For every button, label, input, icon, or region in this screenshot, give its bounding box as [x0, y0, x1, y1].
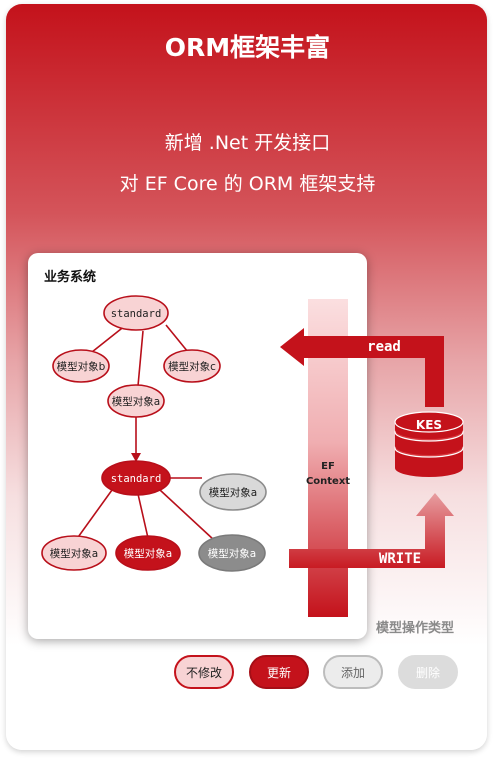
edge-standard-red — [137, 493, 149, 539]
edge-standard-left — [75, 489, 113, 541]
ef-context-label-2: Context — [306, 476, 350, 487]
node-model-a-red — [115, 535, 181, 571]
node-label: standard — [111, 308, 162, 320]
node-label: 模型对象a — [112, 395, 160, 408]
edge-root-b — [91, 324, 127, 353]
node-label: 模型对象a — [209, 486, 257, 499]
node-standard-bottom — [101, 460, 171, 496]
edge-root-c — [165, 324, 189, 353]
node-model-c — [163, 349, 221, 383]
kes-database-icon — [394, 411, 464, 477]
read-arrow — [280, 328, 444, 407]
node-standard-top — [103, 295, 169, 331]
node-label: 模型对象a — [124, 547, 172, 560]
legend-delete: 删除 — [398, 655, 458, 689]
legend-title: 模型操作类型 — [375, 621, 454, 636]
node-model-a-darkgray — [198, 534, 266, 572]
node-label: 模型对象a — [208, 547, 256, 560]
panel-title: 业务系统 — [44, 270, 97, 285]
ef-context-label-1: EF — [321, 461, 335, 472]
write-label: WRITE — [379, 551, 421, 567]
legend-add: 添加 — [323, 655, 383, 689]
edge-root-a — [137, 330, 144, 387]
write-arrow — [289, 493, 454, 568]
edge-standard-darkgray — [159, 489, 215, 541]
legend-update: 更新 — [249, 655, 309, 689]
card-title: ORM框架丰富 — [164, 33, 331, 62]
node-model-a-gray-right — [199, 473, 267, 511]
node-label: 模型对象c — [168, 360, 216, 373]
read-label: read — [367, 339, 401, 355]
node-model-a-mid — [107, 384, 165, 418]
subtitle-line-2: 对 EF Core 的 ORM 框架支持 — [119, 173, 376, 195]
node-model-a-left — [41, 535, 107, 571]
subtitle-line-1: 新增 .Net 开发接口 — [164, 132, 331, 154]
node-label: 模型对象a — [50, 547, 98, 560]
kes-label: KES — [416, 418, 442, 432]
node-label: standard — [111, 473, 162, 485]
node-model-b — [52, 349, 110, 383]
node-label: 模型对象b — [57, 360, 106, 373]
legend-unchanged: 不修改 — [174, 655, 234, 689]
arrowhead — [131, 453, 141, 462]
